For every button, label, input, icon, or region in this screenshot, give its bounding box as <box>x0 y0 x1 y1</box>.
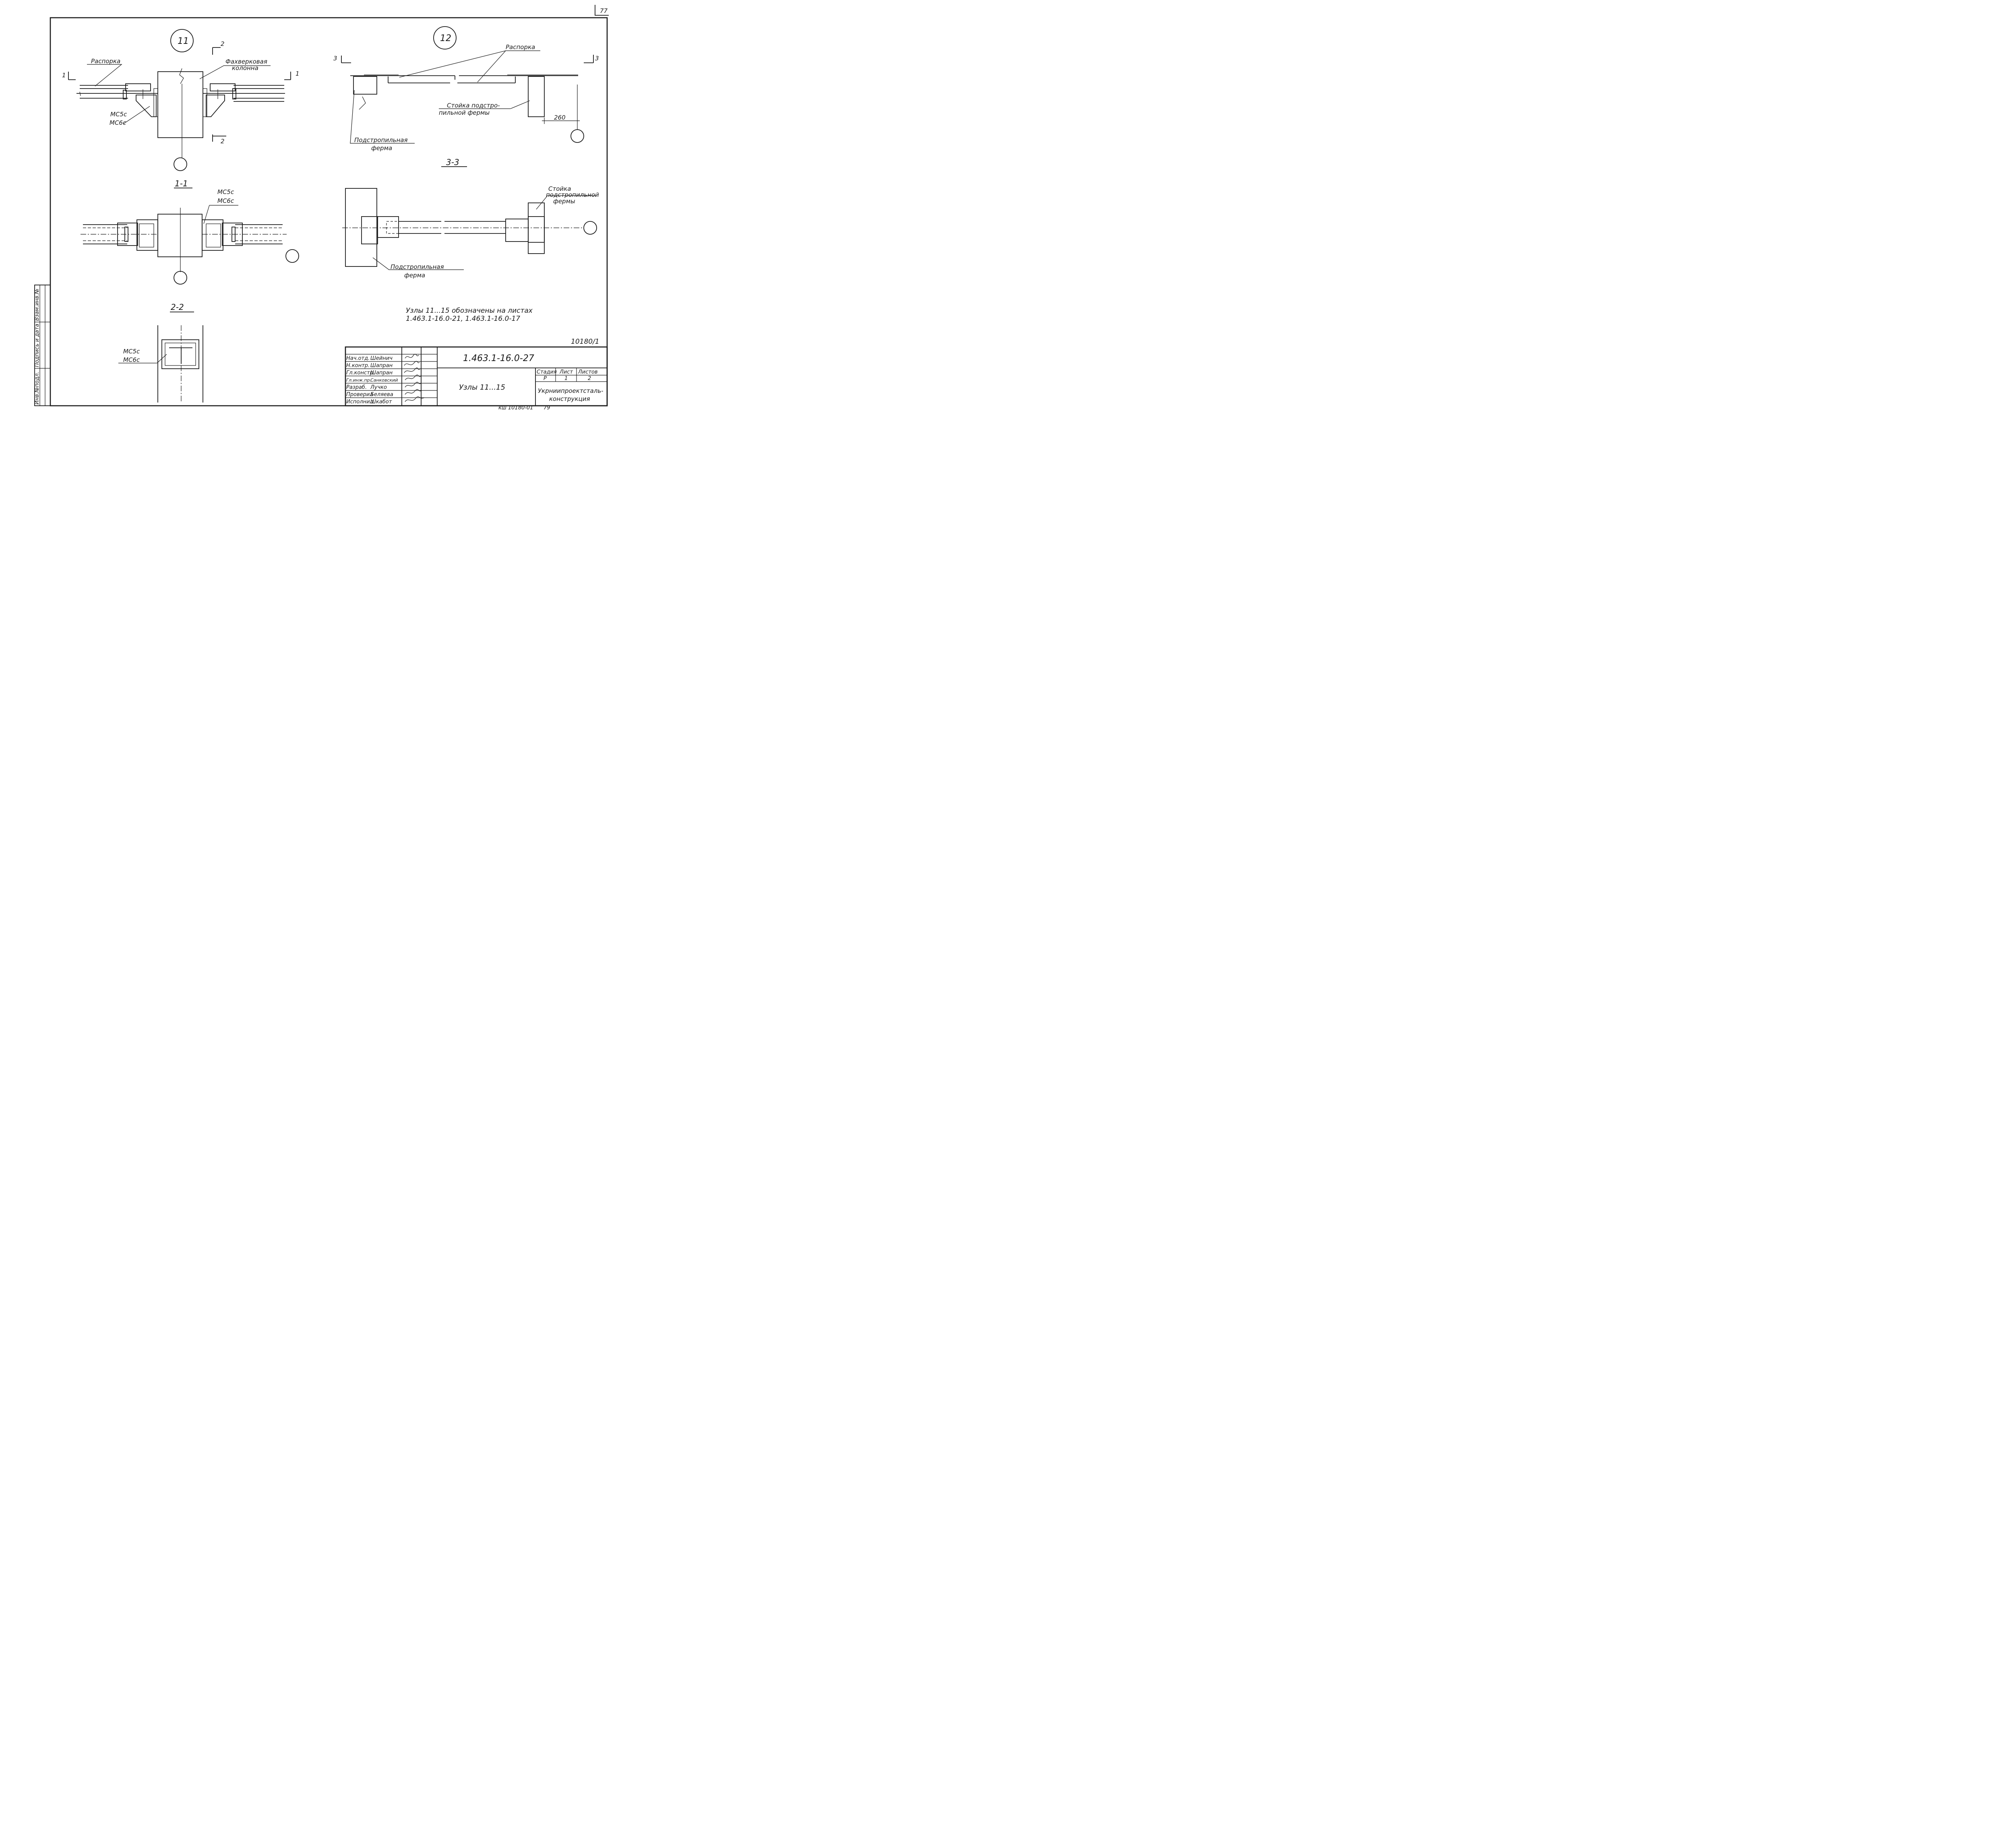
section-3-3-label-truss-2: ферма <box>404 272 425 279</box>
role-5: Разраб. <box>346 384 367 390</box>
title-block-designation: 1.463.1-16.0-27 <box>463 353 534 363</box>
role-1: Нач.отд. <box>346 355 370 361</box>
node-12-label-strut: Распорка <box>506 43 535 51</box>
name-5: Лучко <box>370 384 387 390</box>
page-number: 77 <box>600 7 608 14</box>
section-3-3-title: 3-3 <box>446 157 459 167</box>
section-3-3-label-post-3: фермы <box>553 198 575 205</box>
section-1-1-drawing <box>81 188 299 285</box>
section-2-2-drawing <box>118 312 203 403</box>
node-12-cut-3-left: 3 <box>333 55 337 62</box>
signatures <box>404 354 425 402</box>
name-2: Шапран <box>370 363 393 369</box>
name-6: Беляева <box>370 392 393 398</box>
node-11-label-column-2: колонна <box>232 64 258 72</box>
node-11-label-strut: Распорка <box>91 58 120 65</box>
title-block-stage-header: Стадия <box>537 369 557 375</box>
title-block-grid <box>345 346 608 407</box>
section-1-1-label-mc-1: МС5с <box>217 188 234 196</box>
node-12-cut-3-right: 3 <box>595 55 599 62</box>
section-3-3-label-post-2: подстропильной <box>546 191 599 198</box>
node-11-cut-2-top: 2 <box>221 40 225 47</box>
drawing-sheet: 77 Инв.№подл. Подпись и дата Взам.инв.№ <box>34 5 609 410</box>
node-11-label-column-1: Фахверковая <box>225 58 267 65</box>
title-block-sheets-header: Листов <box>578 369 598 375</box>
node-11-cut-2-bottom: 2 <box>221 138 225 145</box>
node-11-marker: 11 <box>178 36 189 46</box>
name-4: Санковский <box>370 378 398 383</box>
bottom-year: 79 <box>544 405 550 410</box>
side-stamp: Инв.№подл. Подпись и дата Взам.инв.№ <box>34 285 51 406</box>
role-7: Исполнил <box>346 399 373 405</box>
title-block-stage: Р <box>544 376 547 382</box>
node-11-cut-1-left: 1 <box>62 72 66 79</box>
archive-code: 10180/1 <box>571 338 599 346</box>
node-12-dimension: 260 <box>554 114 566 121</box>
title-block-sheet-header: Лист <box>559 369 573 375</box>
section-2-2-title: 2-2 <box>171 302 184 312</box>
note-line-1: Узлы 11...15 обозначены на листах <box>406 307 533 315</box>
title-block-title: Узлы 11...15 <box>459 383 505 392</box>
title-block-sheets: 2 <box>588 376 591 382</box>
role-3: Гл.констр. <box>346 370 375 376</box>
sheet-frame <box>50 5 609 407</box>
role-6: Проверил <box>346 392 373 398</box>
section-3-3-label-truss-1: Подстропильная <box>391 263 444 270</box>
node-12-label-post-2: пильной фермы <box>439 109 490 116</box>
name-1: Шейнич <box>370 355 393 361</box>
bottom-code: кш 10180-01 <box>498 405 533 410</box>
title-block-org-1: Укрниипроектсталь- <box>538 387 603 394</box>
title-block-sheet: 1 <box>564 376 568 382</box>
section-3-3-drawing <box>342 166 597 270</box>
note-line-2: 1.463.1-16.0-21, 1.463.1-16.0-17 <box>406 315 520 323</box>
section-1-1-label-mc-2: МС6с <box>217 197 234 204</box>
node-12-label-post-1: Стойка подстро- <box>447 102 500 109</box>
title-block-org-2: конструкция <box>549 395 590 403</box>
node-11-label-mc-1: МС5с <box>110 111 127 118</box>
section-1-1-title: 1-1 <box>175 179 188 188</box>
role-2: Н.контр. <box>346 363 370 369</box>
node-11-drawing <box>68 29 291 171</box>
node-12-drawing <box>341 26 594 144</box>
node-11-cut-1-right: 1 <box>296 70 300 77</box>
node-12-label-truss-2: ферма <box>371 145 392 152</box>
node-12-marker: 12 <box>440 33 451 43</box>
side-stamp-col3: Взам.инв.№ <box>34 289 40 321</box>
node-11-label-mc-2: МС6с <box>110 119 126 126</box>
section-2-2-label-mc-1: МС5с <box>123 348 140 355</box>
name-3: Шапран <box>370 370 393 376</box>
node-12-label-truss-1: Подстропильная <box>354 136 408 144</box>
side-stamp-col2: Подпись и дата <box>34 324 40 367</box>
name-7: Шкабот <box>370 399 392 405</box>
section-3-3-label-post-1: Стойка <box>548 185 571 192</box>
section-2-2-label-mc-2: МС6с <box>123 356 140 363</box>
role-4: Гл.инж.пр. <box>346 378 371 383</box>
side-stamp-col1: Инв.№подл. <box>34 372 40 405</box>
